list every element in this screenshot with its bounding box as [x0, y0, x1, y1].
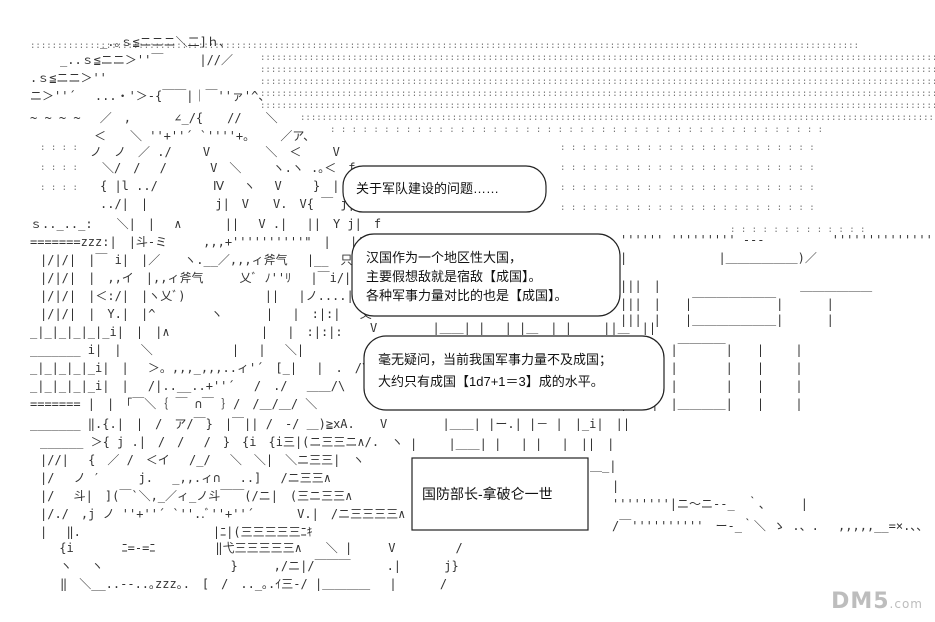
- bubble-1-text: 关于军队建设的问题……: [356, 181, 499, 196]
- svg-text:: : : : : : : : : :: : : : : : : : : : : : : : : : : : : : : …: [560, 163, 815, 173]
- svg-text:＿_|: ＿_|: [590, 459, 616, 473]
- svg-text:: : : : : : : : : :: : : : : : : : : : : : : :: [730, 225, 865, 235]
- svg-text:::::::::::::::::::::::::::::::: ::::::::::::::::::::::::::::::::::::::::…: [260, 53, 935, 63]
- svg-text:: : : : : : : : : :: : : : : : : : : : : : : : : : : : : : : …: [560, 183, 815, 193]
- svg-text:_|_|_|_|_i| | /|..__..+''´ /: _|_|_|_|_i| | /|..__..+''´ / ./ ＿＿/\: [30, 379, 345, 393]
- svg-text:|: |: [612, 479, 619, 493]
- svg-text:=======zzz:| |斗-ミ ,,,+'''''': =======zzz:| |斗-ミ ,,,+''''''''''" | |' ヽ…: [30, 235, 432, 249]
- svg-text:ヽ ヽ } ,/ニ|/￣￣￣: ヽ ヽ } ,/ニ|/￣￣￣ .| j}: [60, 559, 459, 573]
- svg-text:::::::::::::::::::::::::::::::: ::::::::::::::::::::::::::::::::::::::::…: [30, 41, 859, 51]
- svg-text:||| | |￣￣￣￣￣￣￣| |: ||| | |￣￣￣￣￣￣￣| |: [620, 297, 834, 311]
- svg-text:: : : : : : : : : :: : : : : : : : : : : : : : : : : : : : : …: [330, 125, 823, 135]
- dotted-background: ::::::::::::::::::::::::::::::::::::::::…: [30, 41, 935, 235]
- watermark-main: DM5: [831, 589, 890, 614]
- svg-text:======= | | ｢￣＼｛ ￣ ∩￣ ｝/ /＿/＿/: ======= | | ｢￣＼｛ ￣ ∩￣ ｝/ /＿/＿/ ＼: [30, 397, 317, 411]
- svg-text:_______ ‖.{.| | / ア/￣} |￣|| /: _______ ‖.{.| | / ア/￣} |￣|| / -/ ＿)≧xA.: [30, 417, 355, 431]
- svg-text:: : : :: : : : :: [40, 183, 78, 193]
- watermark-suffix: .com: [889, 597, 923, 611]
- svg-text:_..ｓ≦ニニ＞''￣ |//／: _..ｓ≦ニニ＞''￣ |//／: [60, 53, 233, 67]
- svg-text:| | |＿＿＿＿| | |: | | |＿＿＿＿| | |: [620, 397, 803, 411]
- svg-text:V |＿＿| | | |＿ | | ||＿ |: V |＿＿| | | |＿ | | ||＿ ||: [370, 321, 656, 335]
- svg-text:::::::::::::::::::::::::::::::: ::::::::::::::::::::::::::::::::::::::::…: [260, 101, 935, 111]
- svg-text:{i ﾆ=-=ﾆ ‖弋三三三三三∧ ＼ |: {i ﾆ=-=ﾆ ‖弋三三三三三∧ ＼ | V /: [40, 541, 463, 555]
- svg-text:ニ＞''´ ...・'＞-{￣￣|｜￣''ァ'^、: ニ＞''´ ...・'＞-{￣￣|｜￣''ァ'^、: [30, 89, 270, 103]
- svg-text:| |＿＿| | | | | || |: | |＿＿| | | | | || |: [410, 437, 614, 451]
- svg-text:::::::::::::::::::::::::::::::: ::::::::::::::::::::::::::::::::::::::::…: [260, 65, 935, 75]
- svg-text:::::::::::::::::::::::::::::::: ::::::::::::::::::::::::::::::::::::::::…: [300, 113, 935, 123]
- svg-text:: : : : : : : : : :: : : : : : : : : : : : : : : : : : : : : …: [560, 143, 815, 153]
- svg-text:::::::::::::::::::::::::::::::: ::::::::::::::::::::::::::::::::::::::::…: [260, 89, 935, 99]
- svg-text:: : : : : : : : : :: : : : : : : : : : : : : : : : : : : : : …: [560, 203, 815, 213]
- svg-text:|/|/| |￣ i| |／ ヽ.__／,,,ィ斧气 |: |/|/| |￣ i| |／ ヽ.__／,,,ィ斧气 |__ 只-|: [40, 252, 367, 267]
- svg-text:|/|/| | Y.| |^ ヽ | | :: |/|/| | Y.| |^ ヽ | | :|:| 乂: [40, 307, 372, 321]
- svg-text:_______ i| | ＼ | | ＼|: _______ i| | ＼ | | ＼|: [30, 343, 304, 357]
- svg-text:|/./ ,j ノ ''+''´ `''..ﾞ''+''´: |/./ ,j ノ ''+''´ `''..ﾞ''+''´ V.| /ニ三三三三…: [40, 507, 405, 521]
- svg-text:ｓ.._.._: ＼| | ∧ || V .|: ｓ.._.._: ＼| | ∧ || V .| || Y j| f: [30, 217, 381, 231]
- bubble-3-line-2: 大约只有成国【1d7+1＝3】成的水平。: [378, 374, 604, 389]
- svg-text:|/ ノ ′ j. _,,.ィ∩ ..] /: |/ ノ ′ j. _,,.ィ∩ ..] /ニ三三∧: [40, 471, 331, 485]
- svg-text:: : : :: : : : :: [40, 163, 78, 173]
- speech-bubble-2: 汉国作为一个地区性大国， 主要假想敌就是宿敌【成国】。 各种军事力量对比的也是【…: [351, 233, 621, 317]
- svg-text:~ ~ ~ ~ ／ , ∠_/{ // ＼: ~ ~ ~ ~ ／ , ∠_/{ // ＼: [30, 111, 278, 125]
- watermark: DM5.com: [831, 589, 923, 614]
- svg-text:.ｓ≦ニニ＞'': .ｓ≦ニニ＞'': [30, 71, 107, 85]
- speech-bubble-3: 毫无疑问，当前我国军事力量不及成国； 大约只有成国【1d7+1＝3】成的水平。: [363, 335, 665, 411]
- ascii-structure-right: '''''' ''''''''' --- '''''''''''''''''''…: [370, 233, 935, 533]
- svg-text:ノ ノ ／ ./ V ＼ ＜ V: ノ ノ ／ ./ V ＼ ＜ V: [90, 145, 340, 159]
- svg-text:|//| { ／ / ＜イ /_/ ＼ ＼| ＼ニ三三: |//| { ／ / ＜イ /_/ ＼ ＼| ＼ニ三三| ヽ: [40, 453, 364, 467]
- svg-text:V |＿＿| |ー.| |－ | |_i| ||: V |＿＿| |ー.| |－ | |_i| ||: [380, 417, 630, 431]
- svg-text:|/ 斗| ](￣`＼,_／ィ_ノ斗￣￣(/ニ| (三ニ三: |/ 斗| ](￣`＼,_／ィ_ノ斗￣￣(/ニ| (三ニ三三∧: [40, 489, 352, 503]
- svg-text:＼/ / / V ＼ ヽ.ヽ .｡＜ f: ＼/ / / V ＼ ヽ.ヽ .｡＜ f: [90, 161, 355, 175]
- bubble-2-line-1: 汉国作为一个地区性大国，: [366, 250, 522, 265]
- svg-text:|/|/| | ,,イ |,,ィ斧气 乂ﾞ ﾉ''ﾘ: |/|/| | ,,イ |,,ィ斧气 乂ﾞ ﾉ''ﾘ |￣i/| |: [40, 270, 371, 285]
- speech-bubble-1: 关于军队建设的问题……: [342, 165, 547, 213]
- svg-text:/￣'''''''''' ー-_｀＼ ゝ .、. ,,,,: /￣'''''''''' ー-_｀＼ ゝ .、. ,,,,,__=×.、、: [612, 517, 928, 533]
- svg-text:| | | | | |: | | | | | |: [620, 361, 803, 375]
- svg-text:＜ ＼ ''+''´ `''''+。 ／ア、: ＜ ＼ ''+''´ `''''+。 ／ア、: [70, 129, 315, 143]
- svg-text:{ |l ../ Ⅳ ヽ V } |: { |l ../ Ⅳ ヽ V } |: [100, 179, 339, 193]
- svg-text:| ‖. |ﾆ|(三三三三三ﾆｷ: | ‖. |ﾆ|(三三三三三ﾆｷ: [40, 525, 313, 539]
- svg-text:'''''' ''''''''' --- ''': '''''' ''''''''' --- '''''''''''''''''''…: [620, 233, 935, 247]
- svg-text:||| | |＿＿＿＿＿＿＿| |: ||| | |＿＿＿＿＿＿＿| |: [620, 313, 834, 327]
- svg-text:../| | j| V V. V{ ￣ j|.乂: ../| | j| V V. V{ ￣ j|.乂: [100, 197, 374, 211]
- svg-text:| | |￣￣￣￣| | |: | | |￣￣￣￣| | |: [620, 343, 803, 357]
- ascii-figure-left: _.｡ｓ≦ニニニ＼二]ｈ、 _..ｓ≦ニニ＞''￣ |//／ .ｓ≦ニニ＞'' …: [30, 35, 463, 591]
- svg-text:||| | ＿＿＿＿＿＿: ||| | ＿＿＿＿＿＿: [620, 279, 872, 293]
- caption-text: 国防部长-拿破仑一世: [422, 486, 553, 502]
- caption-box: 国防部长-拿破仑一世: [411, 457, 589, 531]
- bubble-2-line-3: 各种军事力量对比的也是【成国】。: [366, 288, 568, 303]
- bubble-2-line-2: 主要假想敌就是宿敌【成国】。: [366, 269, 542, 284]
- svg-text:::::::::::::::::::::::::::::::: ::::::::::::::::::::::::::::::::::::::::…: [260, 77, 935, 87]
- svg-text:| | | | | |: | | | | | |: [620, 379, 803, 393]
- svg-text:| |＿＿＿＿＿＿)／: | |＿＿＿＿＿＿)／: [620, 251, 817, 265]
- svg-text:‖ ＼__..--..｡zzz｡. [ / .._｡.ｲ三-: ‖ ＼__..--..｡zzz｡. [ / .._｡.ｲ三-/ |＿＿＿＿ | …: [60, 577, 447, 591]
- svg-text:_.｡ｓ≦ニニニ＼二]ｈ、: _.｡ｓ≦ニニニ＼二]ｈ、: [100, 35, 231, 49]
- svg-text:|/|/| |＜:/| |ヽ乂ﾞ) || |ノ: |/|/| |＜:/| |ヽ乂ﾞ) || |ノ....|: [40, 289, 354, 303]
- svg-text:______ ＞{ j .| / / / } {i {i三: ______ ＞{ j .| / / / } {i {i三|(ニ三三ニ∧/. ヽ: [40, 435, 403, 449]
- svg-text:_|_|_|_|_|_i| | |∧ | |: _|_|_|_|_|_i| | |∧ | | :|:|:: [30, 325, 343, 339]
- svg-text:: : : :: : : : :: [40, 143, 78, 153]
- svg-text:''''''''|ニ～ニ--_ ｀、 |: ''''''''|ニ～ニ--_ ｀、 |: [612, 495, 808, 511]
- svg-text:_|_|_|_|_i| | ＞。,,,_,,,..ィ'´: _|_|_|_|_i| | ＞。,,,_,,,..ィ'´ [_| | . /\: [30, 361, 369, 375]
- bubble-3-line-1: 毫无疑问，当前我国军事力量不及成国；: [378, 352, 612, 368]
